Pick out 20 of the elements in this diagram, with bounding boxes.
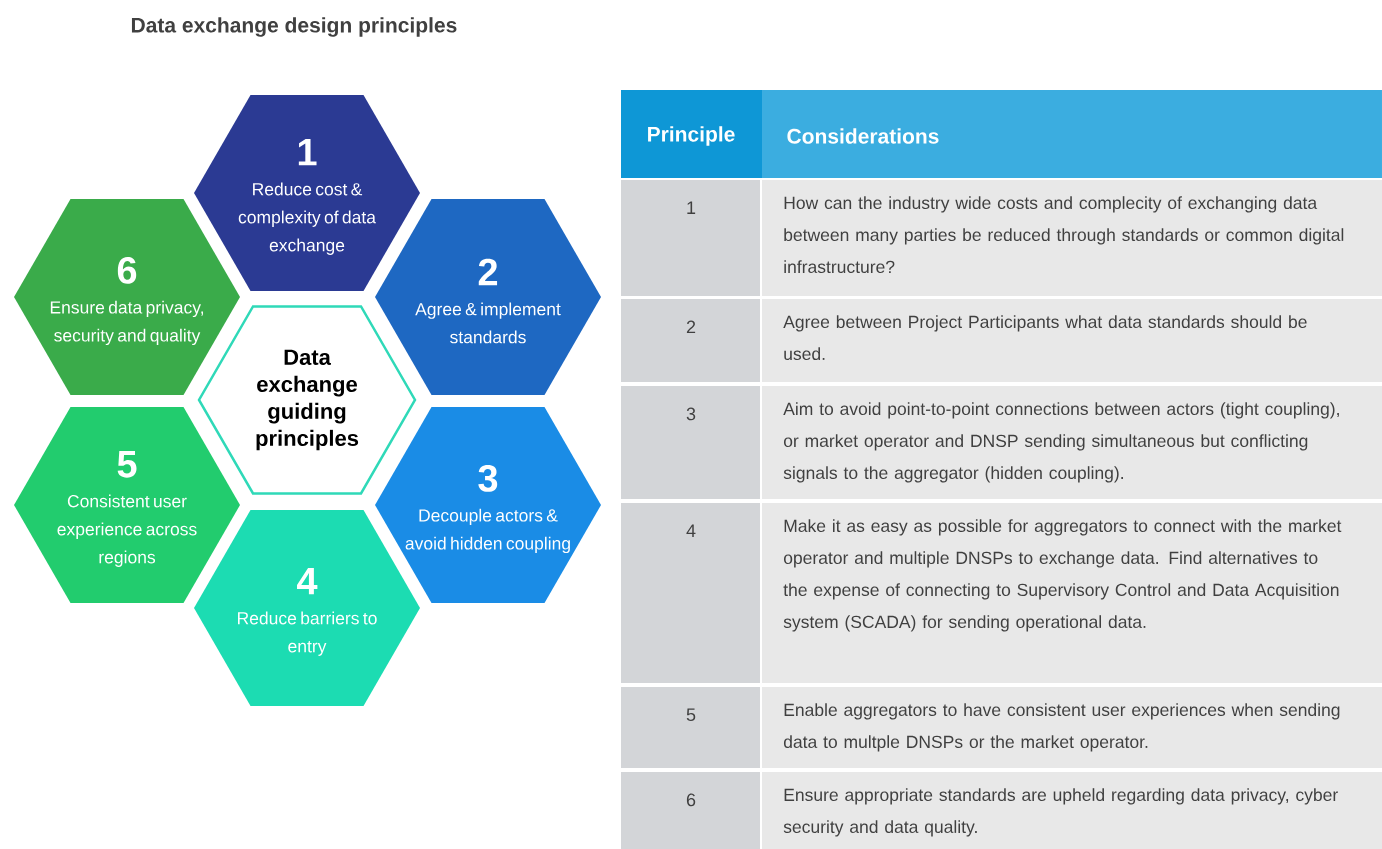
hexagon: 5 Consistent user experience across regions xyxy=(14,407,240,603)
table-cell: Make it as easy as possible for aggregators to connect with the market operator and multiple DNSPs to exchange data. Find alternatives to the expense of connecting to Supervisory Control and Data Acquisition system (SCADA) for sending operational data. xyxy=(762,503,1382,683)
table-cell: Enable aggregators to have consistent user experiences when sending data to multple DNSPs or the market operator. xyxy=(762,687,1382,768)
table-header-cell: Principle xyxy=(621,90,762,178)
hexagon: 6 Ensure data privacy, security and quality xyxy=(14,199,240,395)
hexagon: 1 Reduce cost & complexity of data exchange xyxy=(194,95,420,291)
table-cell: 5 xyxy=(621,687,760,768)
table-cell: 6 xyxy=(621,772,760,849)
hexagon: 2 Agree & implement standards xyxy=(375,199,601,395)
table-cell: 1 xyxy=(621,180,760,296)
table-header-cell: Considerations xyxy=(762,90,1382,178)
table-cell: 3 xyxy=(621,386,760,499)
table-cell: Ensure appropriate standards are upheld regarding data privacy, cyber security and data quality. xyxy=(762,772,1382,849)
table-cell: Aim to avoid point-to-point connections between actors (tight coupling), or market operator and DNSP sending simultaneous but conflicting signals to the aggregator (hidden coupling). xyxy=(762,386,1382,499)
hexagon: 3 Decouple actors & avoid hidden coupling xyxy=(375,407,601,603)
table-cell: How can the industry wide costs and complecity of exchanging data between many parties be reduced through standards or common digital infrastructure? xyxy=(762,180,1382,296)
table-cell: Agree between Project Participants what data standards should be used. xyxy=(762,299,1382,382)
title: Data exchange design principles xyxy=(131,17,457,37)
table-cell: 2 xyxy=(621,299,760,382)
table-cell: 4 xyxy=(621,503,760,683)
